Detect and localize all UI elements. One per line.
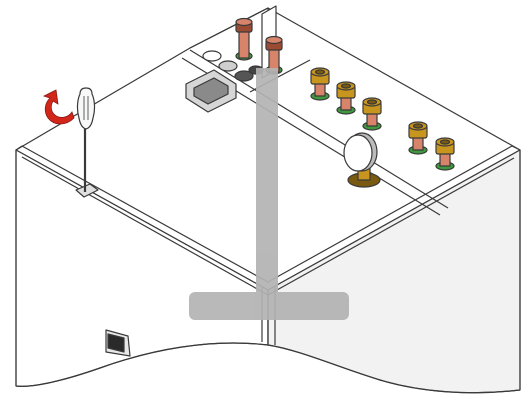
screwdriver-handle [76, 87, 96, 130]
lower-slot-inner [107, 333, 125, 353]
handle-recess [185, 69, 237, 113]
pressure-gauge [343, 132, 381, 188]
lift-indicator-bar [189, 292, 349, 320]
fitting-bore [366, 99, 378, 105]
copper-pipe-cap [235, 17, 253, 27]
handle-recess-inner [193, 77, 229, 105]
cutout-hole-3 [234, 70, 254, 82]
brass-fitting [362, 97, 382, 131]
lift-direction-indicator [189, 68, 349, 320]
cutout-hole-1 [202, 50, 222, 62]
brass-fitting [336, 81, 356, 115]
counterclockwise-arrow-icon [42, 89, 75, 125]
brass-fittings-group [310, 67, 455, 171]
brass-fitting [435, 137, 455, 171]
lift-indicator-stem [256, 68, 278, 292]
rotation-arrow-body [42, 89, 75, 125]
fitting-bore [439, 139, 451, 145]
screwdriver-icon [76, 87, 96, 192]
brass-fitting [310, 67, 330, 101]
fitting-bore [412, 123, 424, 129]
casing-cut-line [15, 342, 521, 394]
fitting-bore [340, 83, 352, 89]
fitting-bore [314, 69, 326, 75]
lid-cutouts [202, 50, 264, 82]
cutout-hole-2 [218, 60, 238, 72]
gauge-face [343, 134, 373, 172]
copper-pipes-group [235, 17, 283, 75]
casing-lower-slot [105, 329, 131, 357]
brass-fitting [408, 121, 428, 155]
copper-pipe-fitting [235, 17, 253, 61]
lid-divider-line [189, 49, 449, 209]
copper-pipe-cap [265, 35, 283, 45]
